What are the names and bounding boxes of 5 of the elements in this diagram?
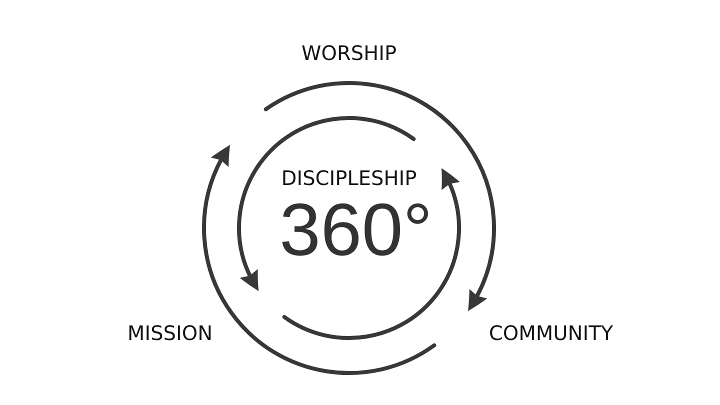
stage-label: COMMUNITY [490,325,614,340]
center-number: 360° [282,203,428,256]
stage-label: MISSION [129,325,211,340]
stage-label: WORSHIP [302,45,396,60]
center-heading: DISCIPLESHIP [283,170,416,186]
